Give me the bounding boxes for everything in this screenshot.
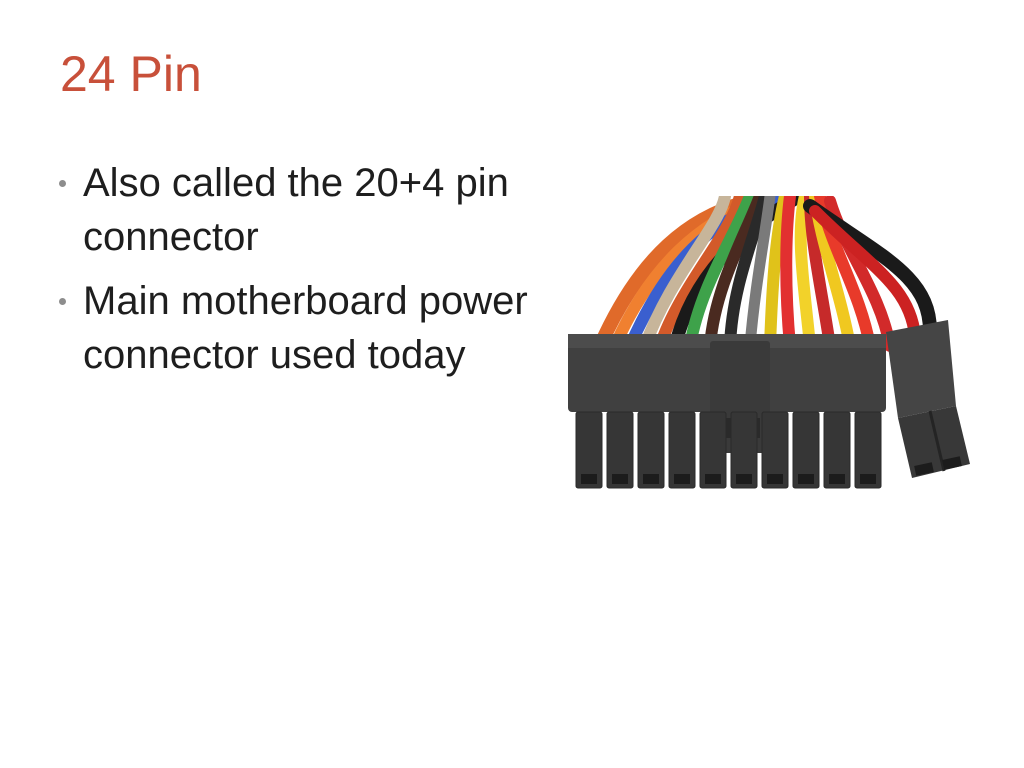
wires-group [593,196,937,353]
bullet-item: Also called the 20+4 pin connector [56,156,546,264]
atx-24-pin-connector-photo [568,196,970,489]
bullet-dot-icon [59,298,66,305]
slide-title: 24 Pin [60,46,202,102]
connector-20-pin [568,334,886,489]
bullet-text: Also called the 20+4 pin connector [83,161,509,259]
bullet-dot-icon [59,180,66,187]
connector-4-pin [886,320,970,478]
bullet-list: Also called the 20+4 pin connector Main … [56,156,546,392]
bullet-item: Main motherboard power connector used to… [56,274,546,382]
bullet-text: Main motherboard power connector used to… [83,279,528,377]
